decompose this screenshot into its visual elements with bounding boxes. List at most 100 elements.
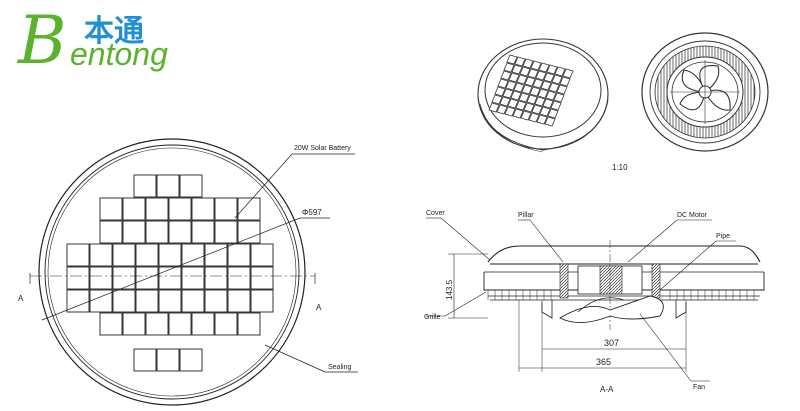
solar-cell [156,348,180,372]
solar-cell [135,266,159,290]
panel-cell [546,64,558,75]
solar-cell [133,348,157,372]
solar-cell [191,197,215,221]
solar-cell [145,220,169,244]
pipe-callout: Pipe [716,233,730,240]
solar-cell [66,289,90,313]
solar-cell [204,289,228,313]
panel-cell [553,92,565,103]
solar-cell [66,266,90,290]
grille-callout: Grille [424,314,440,321]
solar-battery-callout: 20W Solar Battery [294,145,351,152]
panel-cell [513,82,525,93]
solar-cell [89,266,113,290]
panel-cell [522,58,534,69]
dimension-inner: 307 [604,338,619,348]
panel-cell [523,102,535,113]
panel-cell [538,62,550,73]
panel-cell [524,76,536,87]
panel-cell [494,86,506,97]
diameter-callout: Φ597 [302,208,322,217]
solar-cell [181,243,205,267]
panel-cell [562,68,574,79]
solar-cell [135,289,159,313]
solar-cell [179,174,203,198]
panel-cell [511,64,523,75]
solar-cell [122,197,146,221]
scale-label: 1:10 [612,163,628,172]
section-mark-left: A [18,294,24,303]
panel-cell [529,86,541,97]
dimension-outer: 365 [596,357,611,367]
solar-cell [237,220,261,244]
panel-cell [528,112,540,123]
solar-cell [89,243,113,267]
panel-cell [507,98,519,109]
solar-cell [99,197,123,221]
panel-cell [508,72,520,83]
panel-cell [542,98,554,109]
panel-cell [516,74,528,85]
logo-letter: B [18,2,67,79]
panel-cell [551,74,563,85]
panel-cell [491,94,503,105]
panel-cell [510,90,522,101]
section-view [426,217,765,382]
panel-cell [506,54,518,65]
panel-cell [497,78,509,89]
panel-cell [520,110,532,121]
panel-cell [527,68,539,79]
panel-cell [559,76,571,87]
panel-cell [496,104,508,115]
solar-cell [250,266,274,290]
panel-cell [512,108,524,119]
solar-cell [112,289,136,313]
solar-cell [191,220,215,244]
panel-cell [503,62,515,73]
solar-cell [145,197,169,221]
panel-cell [548,82,560,93]
solar-cell [237,312,261,336]
solar-cell [250,243,274,267]
panel-cell [531,104,543,115]
panel-cell [519,66,531,77]
cover-callout: Cover [426,210,445,217]
solar-cell [133,174,157,198]
solar-cell [227,266,251,290]
solar-cell [122,312,146,336]
solar-cell [156,174,180,198]
panel-cell [535,70,547,81]
solar-cell [158,243,182,267]
solar-cell [179,348,203,372]
panel-cell [530,60,542,71]
solar-cell [135,243,159,267]
sealing-callout: Sealing [328,364,351,371]
fan-callout: Fan [693,384,705,391]
solar-cell [168,312,192,336]
panel-cell [547,108,559,119]
solar-cell [66,243,90,267]
panel-cell [518,92,530,103]
solar-cell [112,266,136,290]
section-mark-right: A [316,303,322,312]
panel-cell [537,88,549,99]
solar-cell [250,289,274,313]
plan-view [29,138,358,406]
logo-wordmark: entong [70,36,168,72]
solar-cell [168,197,192,221]
solar-cell [168,220,192,244]
solar-cell [112,243,136,267]
panel-cell [543,72,555,83]
panel-cell [526,94,538,105]
perspective-top-view [477,38,609,153]
solar-cell [227,289,251,313]
panel-cell [502,88,514,99]
panel-cell [488,102,500,113]
solar-cell [214,312,238,336]
panel-cell [515,100,527,111]
solar-cell [181,266,205,290]
solar-cell [122,220,146,244]
solar-cell [214,197,238,221]
dc-motor-callout: DC Motor [677,212,708,219]
